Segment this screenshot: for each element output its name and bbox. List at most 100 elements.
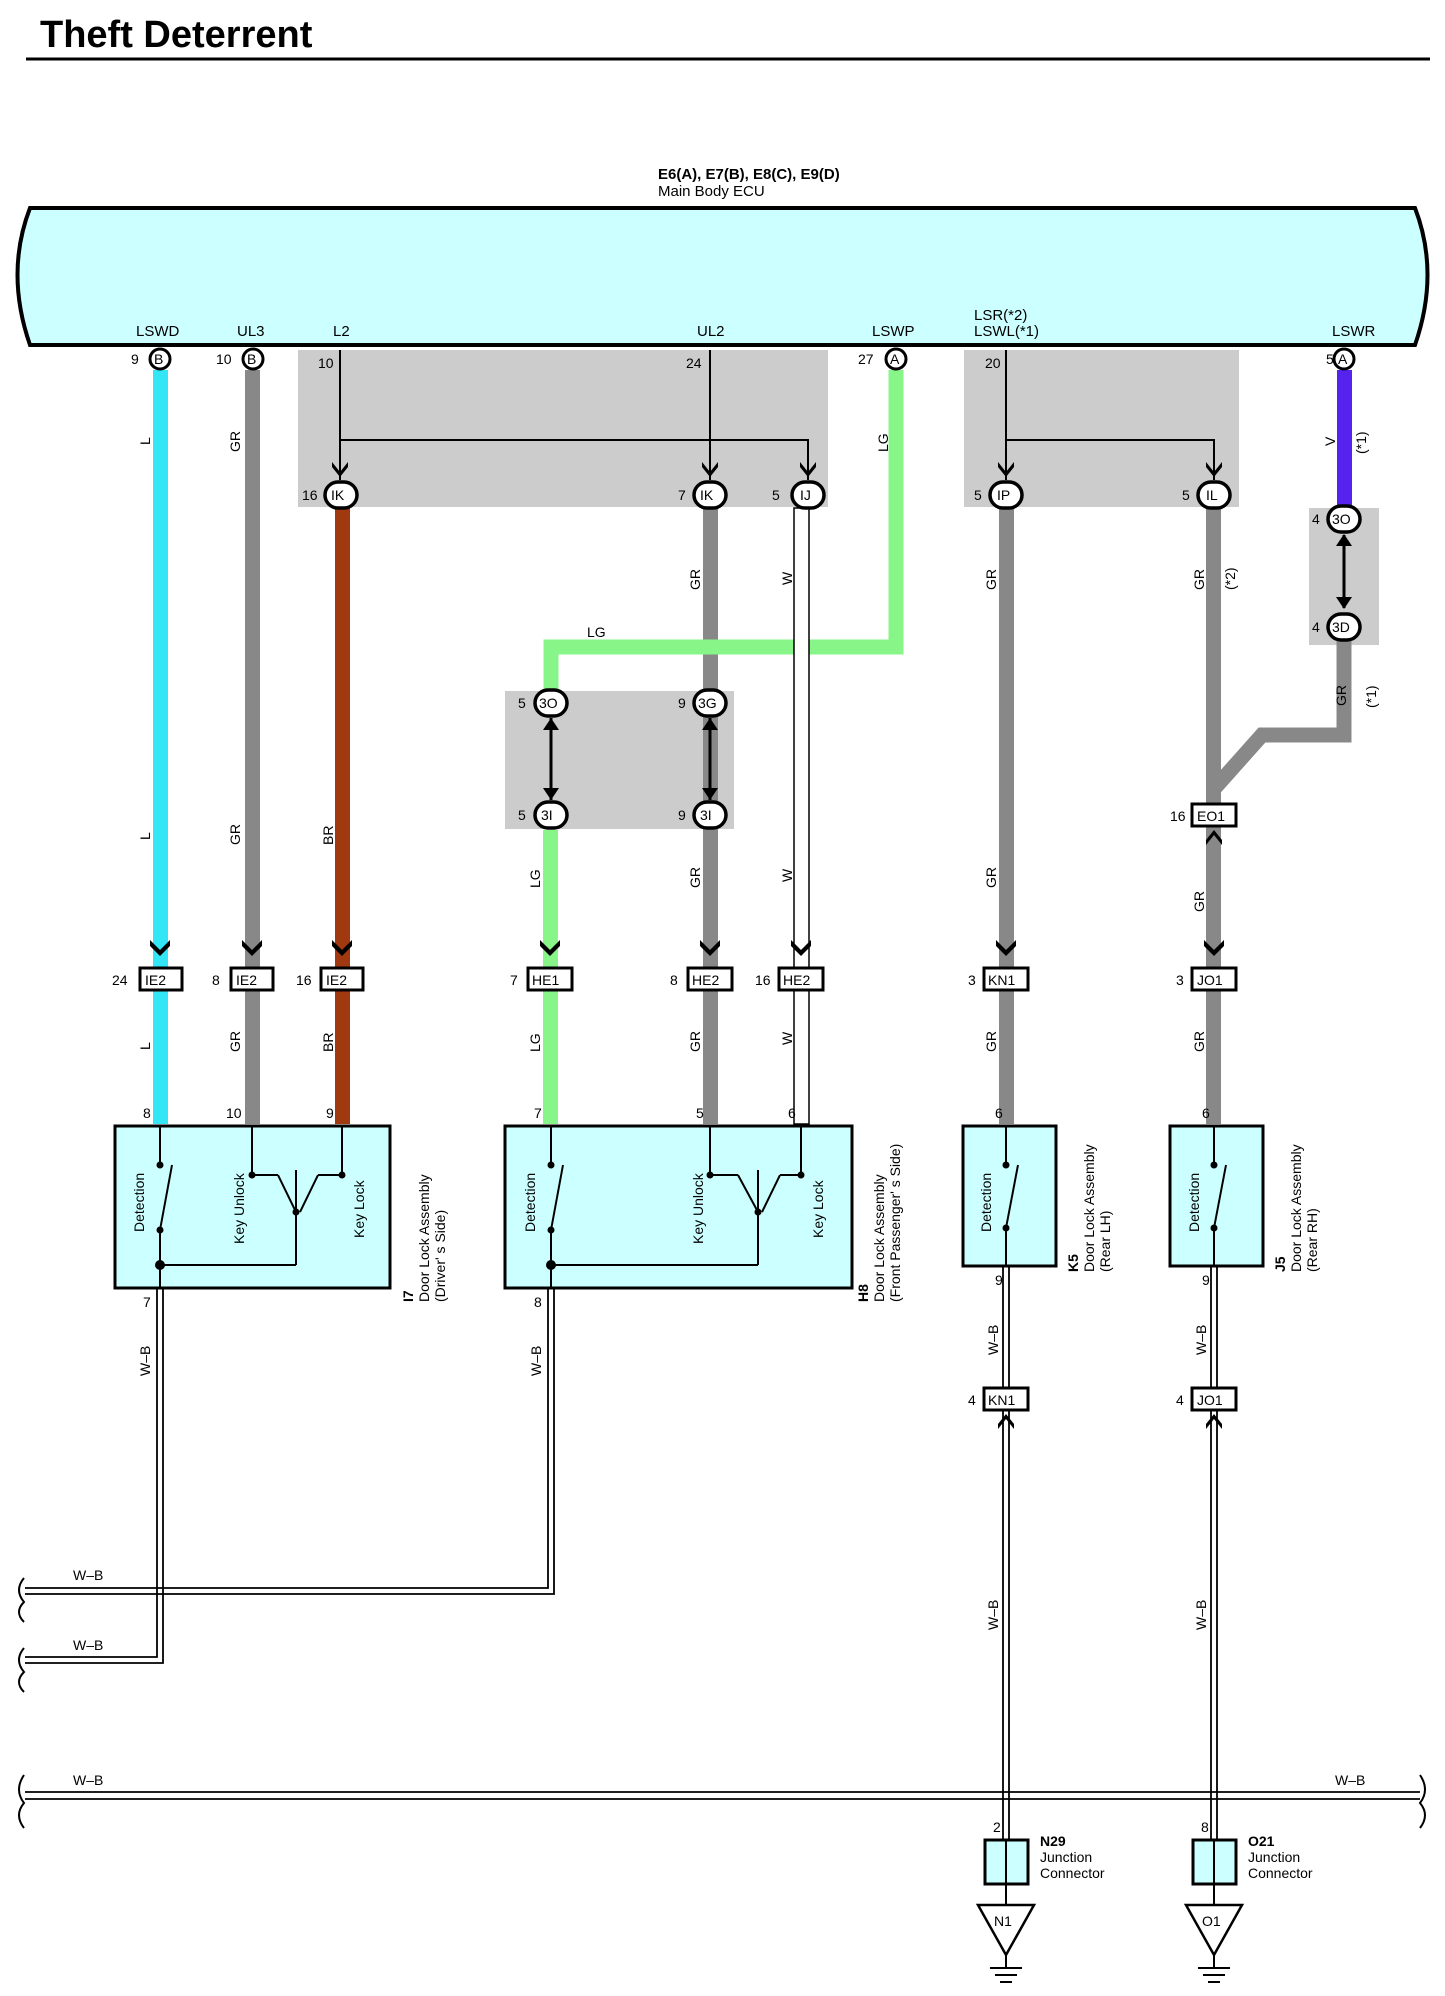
svg-text:W: W: [779, 571, 795, 585]
svg-text:A: A: [1338, 351, 1348, 367]
k5-switch: [1005, 1126, 1019, 1266]
svg-text:3G: 3G: [698, 695, 717, 711]
ground-o1: O1: [1183, 1884, 1245, 1983]
terminal-lswp: LSWP: [872, 323, 915, 340]
svg-text:L: L: [137, 1042, 153, 1050]
wire-br: [335, 508, 350, 1124]
svg-text:HE2: HE2: [692, 972, 719, 988]
svg-text:IP: IP: [997, 487, 1010, 503]
ground-n1: N1: [975, 1884, 1037, 1983]
pin-number: 7: [534, 1105, 542, 1121]
svg-text:B: B: [247, 351, 256, 367]
connector-3o-right: 3O: [1326, 504, 1362, 534]
svg-text:Door Lock Assembly: Door Lock Assembly: [1081, 1144, 1097, 1272]
svg-text:W: W: [779, 868, 795, 882]
svg-text:W–B: W–B: [1193, 1600, 1209, 1630]
svg-text:Detection: Detection: [522, 1173, 538, 1232]
svg-text:IE2: IE2: [236, 972, 257, 988]
terminal-l2: L2: [333, 323, 350, 340]
pin-number: 10: [318, 355, 334, 371]
svg-text:A: A: [890, 351, 900, 367]
svg-text:IL: IL: [1206, 487, 1218, 503]
svg-text:IE2: IE2: [145, 972, 166, 988]
wire-gr-ip: [999, 508, 1014, 1124]
i7-nodes: [155, 1161, 346, 1270]
i7-switch-labels: Detection Key Unlock Key Lock: [131, 1172, 367, 1244]
svg-text:Junction: Junction: [1040, 1849, 1092, 1865]
terminal-lswr: LSWR: [1332, 323, 1376, 340]
connector-3i-1: 3I: [533, 800, 569, 830]
j5-label: J5 Door Lock Assembly (Rear RH): [1272, 1144, 1320, 1272]
svg-text:GR: GR: [983, 1031, 999, 1052]
pin-number: 27: [858, 351, 874, 367]
wire-gr-3d: [1207, 640, 1352, 795]
pin-number: 4: [1312, 511, 1320, 527]
pin-number: 4: [1312, 619, 1320, 635]
i7-label: I7 Door Lock Assembly (Driver' s Side): [400, 1174, 448, 1302]
pin-number: 9: [326, 1105, 334, 1121]
wire-break-marks: [18, 1577, 1426, 1829]
svg-text:J5: J5: [1272, 1256, 1288, 1272]
svg-text:LG: LG: [875, 433, 891, 452]
svg-text:GR: GR: [227, 1031, 243, 1052]
svg-text:L: L: [137, 437, 153, 445]
svg-text:W–B: W–B: [985, 1325, 1001, 1355]
connector-ie2-2: IE2: [229, 966, 275, 992]
pin-number: 6: [995, 1105, 1003, 1121]
connector-ie2-1: IE2: [138, 966, 184, 992]
ground-wires: [25, 1266, 1420, 1848]
wire-lg-lswp: [543, 370, 904, 690]
svg-text:JO1: JO1: [1197, 1392, 1223, 1408]
svg-text:Junction: Junction: [1248, 1849, 1300, 1865]
pin-number: 5: [1182, 487, 1190, 503]
pin-number: 3: [1176, 972, 1184, 988]
k5-detection-label: Detection: [978, 1173, 994, 1232]
connector-il: IL: [1196, 480, 1232, 510]
svg-text:H8: H8: [855, 1284, 871, 1302]
svg-text:GR: GR: [227, 431, 243, 452]
svg-text:GR: GR: [983, 867, 999, 888]
pin-number: 6: [788, 1105, 796, 1121]
svg-text:(Rear RH): (Rear RH): [1304, 1208, 1320, 1272]
pin-number: 10: [216, 351, 232, 367]
svg-text:Door Lock Assembly: Door Lock Assembly: [1288, 1144, 1304, 1272]
svg-text:LG: LG: [587, 624, 606, 640]
door-lock-assembly-k5: [961, 1124, 1058, 1268]
svg-text:3O: 3O: [1332, 511, 1351, 527]
ecu-pin-lswp: A: [884, 347, 908, 371]
pin-number: 2: [993, 1819, 1001, 1835]
j5-detection-label: Detection: [1186, 1173, 1202, 1232]
junction-connector-n29: [983, 1838, 1030, 1886]
svg-text:3I: 3I: [541, 807, 553, 823]
svg-text:W–B: W–B: [137, 1346, 153, 1376]
svg-text:GR: GR: [687, 569, 703, 590]
pin-number: 7: [678, 487, 686, 503]
arrow-markers-row2: [150, 940, 1224, 956]
svg-text:BR: BR: [320, 1033, 336, 1052]
svg-text:LG: LG: [527, 869, 543, 888]
svg-text:B: B: [154, 351, 163, 367]
svg-text:BR: BR: [320, 826, 336, 845]
svg-text:V: V: [1322, 436, 1338, 446]
terminal-lswl: LSWL(*1): [974, 323, 1039, 340]
pin-number: 10: [226, 1105, 242, 1121]
pin-number: 24: [686, 355, 702, 371]
pin-number: 3: [968, 972, 976, 988]
svg-text:GR: GR: [983, 569, 999, 590]
connector-ik-2: IK: [692, 480, 728, 510]
svg-text:Door Lock Assembly: Door Lock Assembly: [871, 1174, 887, 1302]
pin-number: 16: [296, 972, 312, 988]
arrow-markers-top: [332, 462, 1222, 477]
door-lock-assembly-j5: [1168, 1124, 1265, 1268]
pin-number: 7: [510, 972, 518, 988]
pin-number: 20: [985, 355, 1001, 371]
arrows-eo1: [1206, 830, 1222, 845]
svg-text:L: L: [137, 832, 153, 840]
arrows-middle: [543, 718, 718, 800]
pin-number: 16: [302, 487, 318, 503]
wire-gr-ul3: [245, 370, 260, 1124]
svg-text:W–B: W–B: [73, 1637, 103, 1653]
pin-number: 8: [143, 1105, 151, 1121]
svg-text:GR: GR: [227, 824, 243, 845]
